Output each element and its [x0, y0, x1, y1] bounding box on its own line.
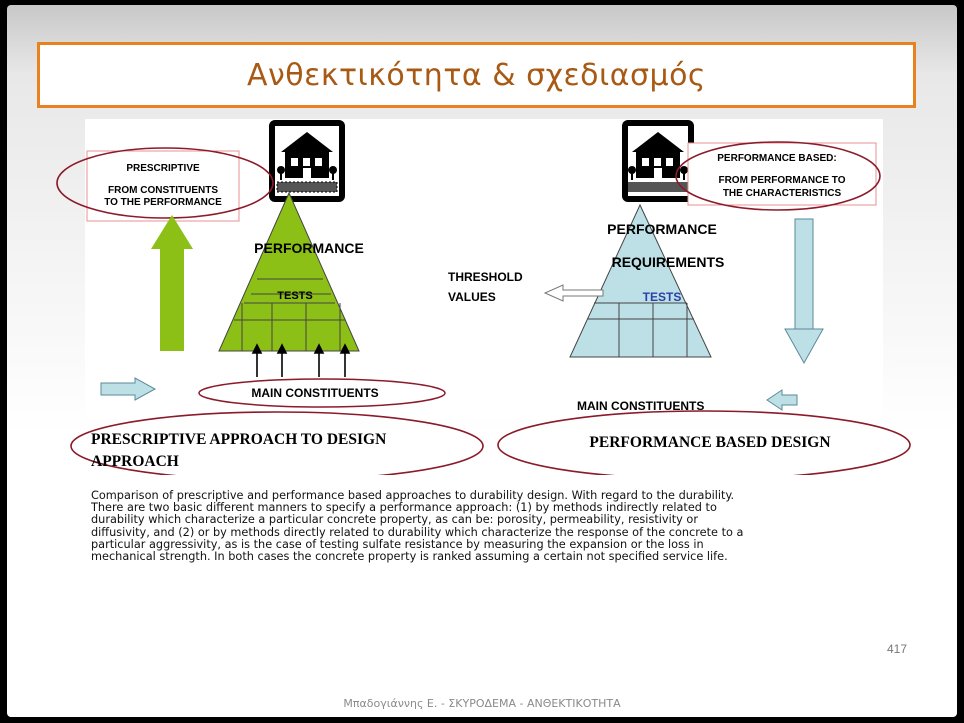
threshold-label-line1: THRESHOLD [448, 270, 523, 284]
green-pyramid [218, 191, 360, 352]
prescriptive-approach-line2: APPROACH [91, 453, 179, 470]
right-pyramid-tests: TESTS [643, 290, 682, 304]
slide: Ανθεκτικότητα & σχεδιασμός PRESCRIPTIVE … [7, 5, 957, 717]
house-icon [269, 120, 345, 202]
comparison-diagram: PRESCRIPTIVE FROM CONSTITUENTS TO THE PE… [56, 120, 911, 475]
page-number: 417 [887, 642, 908, 656]
prescriptive-sub1: FROM CONSTITUENTS [108, 185, 218, 196]
performance-approach-oval [497, 410, 911, 475]
caption-text: Comparison of prescriptive and performan… [91, 489, 744, 564]
prescriptive-sub2: TO THE PERFORMANCE [104, 197, 222, 208]
right-pyramid-performance: PERFORMANCE [607, 221, 717, 237]
prescriptive-label: PRESCRIPTIVE [126, 163, 200, 174]
performance-sub2: THE CHARACTERISTICS [723, 188, 842, 199]
performance-box [687, 142, 877, 206]
up-arrow-icon [151, 215, 193, 351]
footer: Μπαδογιάννης Ε. - ΣΚΥΡΟΔΕΜΑ - ΑΝΘΕΚΤΙΚΟΤ… [343, 697, 621, 710]
right-pyramid-requirements: REQUIREMENTS [612, 254, 725, 270]
performance-sub1: FROM PERFORMANCE TO [718, 175, 845, 186]
right-main-constituents: MAIN CONSTITUENTS [577, 399, 704, 413]
blue-pyramid [569, 203, 712, 358]
left-main-constituents: MAIN CONSTITUENTS [251, 386, 378, 400]
left-pyramid-tests: TESTS [277, 290, 312, 302]
prescriptive-oval [56, 147, 274, 219]
down-arrow-icon [784, 218, 824, 365]
performance-based-label: PERFORMANCE BASED: [717, 153, 836, 164]
left-constituents-oval [198, 378, 446, 408]
prescriptive-box [86, 150, 240, 222]
right-arrow-icon [100, 377, 157, 401]
performance-approach-label: PERFORMANCE BASED DESIGN [589, 434, 830, 451]
constituent-arrows [251, 343, 351, 377]
left-arrow-icon [543, 284, 604, 302]
prescriptive-approach-oval [70, 411, 484, 475]
prescriptive-approach-line1: PRESCRIPTIVE APPROACH TO DESIGN [91, 431, 386, 448]
threshold-label-line2: VALUES [448, 290, 496, 304]
left-arrow-small-icon [766, 389, 798, 411]
title-box: Ανθεκτικότητα & σχεδιασμός [37, 42, 916, 108]
left-pyramid-performance: PERFORMANCE [254, 240, 364, 256]
performance-oval [675, 141, 881, 211]
slide-title: Ανθεκτικότητα & σχεδιασμός [246, 57, 707, 93]
